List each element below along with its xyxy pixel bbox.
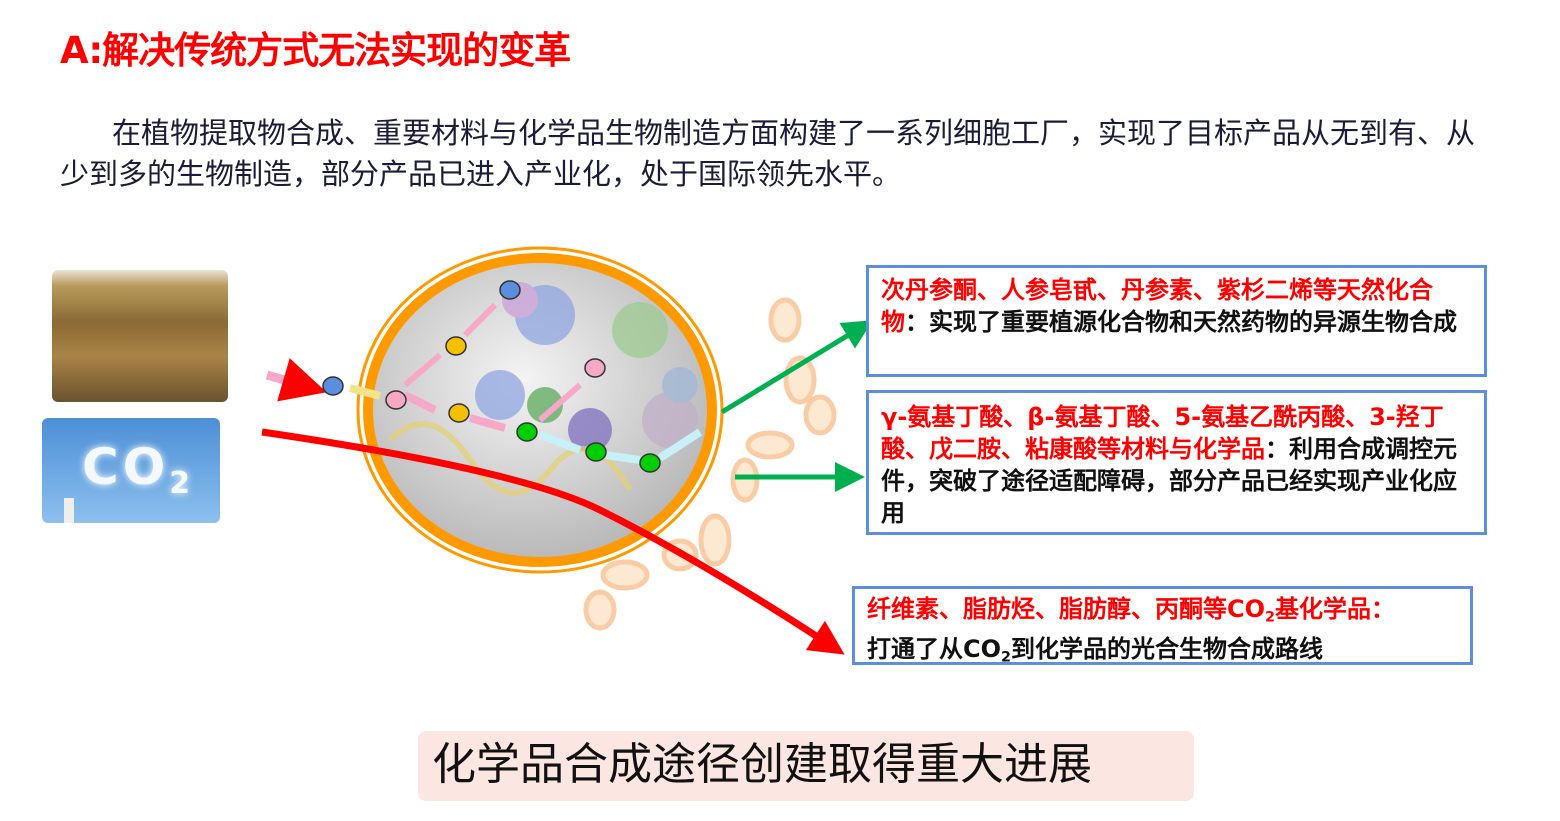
summary-banner: 化学品合成途径创建取得重大进展: [418, 731, 1194, 801]
bacteria-cells: [583, 297, 837, 631]
chimney: [64, 498, 74, 523]
box-text: ：实现了重要植源化合物和天然药物的异源生物合成: [905, 308, 1457, 336]
box-highlight: γ-氨基丁酸、β-氨基丁酸、5-氨基乙酰丙酸、3-羟丁酸、戊二胺、粘康酸等材料与…: [881, 403, 1444, 463]
co2-cloud-text: CO2: [82, 438, 195, 501]
box-text: ：利用合成调控元件，突破了途径适配障碍，部分产品已经实现产业化应用: [881, 435, 1457, 527]
pathway-arrows: [265, 302, 703, 464]
intro-paragraph: 在植物提取物合成、重要材料与化学品生物制造方面构建了一系列细胞工厂，实现了目标产…: [60, 116, 1476, 191]
box-text: 打通了从CO2到化学品的光合生物合成路线: [867, 635, 1324, 666]
green-arrow-1: [720, 320, 873, 415]
co2-image: CO2: [42, 418, 220, 523]
metabolite-nodes: [322, 280, 661, 473]
co2-chemicals-box: 纤维素、脂肪烃、脂肪醇、丙酮等CO2基化学品： 打通了从CO2到化学品的光合生物…: [852, 586, 1473, 666]
straw-image: [52, 270, 228, 402]
box-highlight: 次丹参酮、人参皂甙、丹参素、紫杉二烯等天然化合物: [881, 276, 1433, 336]
natural-products-box: 次丹参酮、人参皂甙、丹参素、紫杉二烯等天然化合物：实现了重要植源化合物和天然药物…: [866, 265, 1487, 377]
enzyme-blobs: [475, 282, 698, 452]
box-highlight: 纤维素、脂肪烃、脂肪醇、丙酮等CO2基化学品：: [867, 595, 1396, 626]
red-arrow: [261, 428, 845, 655]
materials-chemicals-box: γ-氨基丁酸、β-氨基丁酸、5-氨基乙酰丙酸、3-羟丁酸、戊二胺、粘康酸等材料与…: [866, 390, 1487, 535]
slide-title: A:解决传统方式无法实现的变革: [60, 29, 571, 72]
